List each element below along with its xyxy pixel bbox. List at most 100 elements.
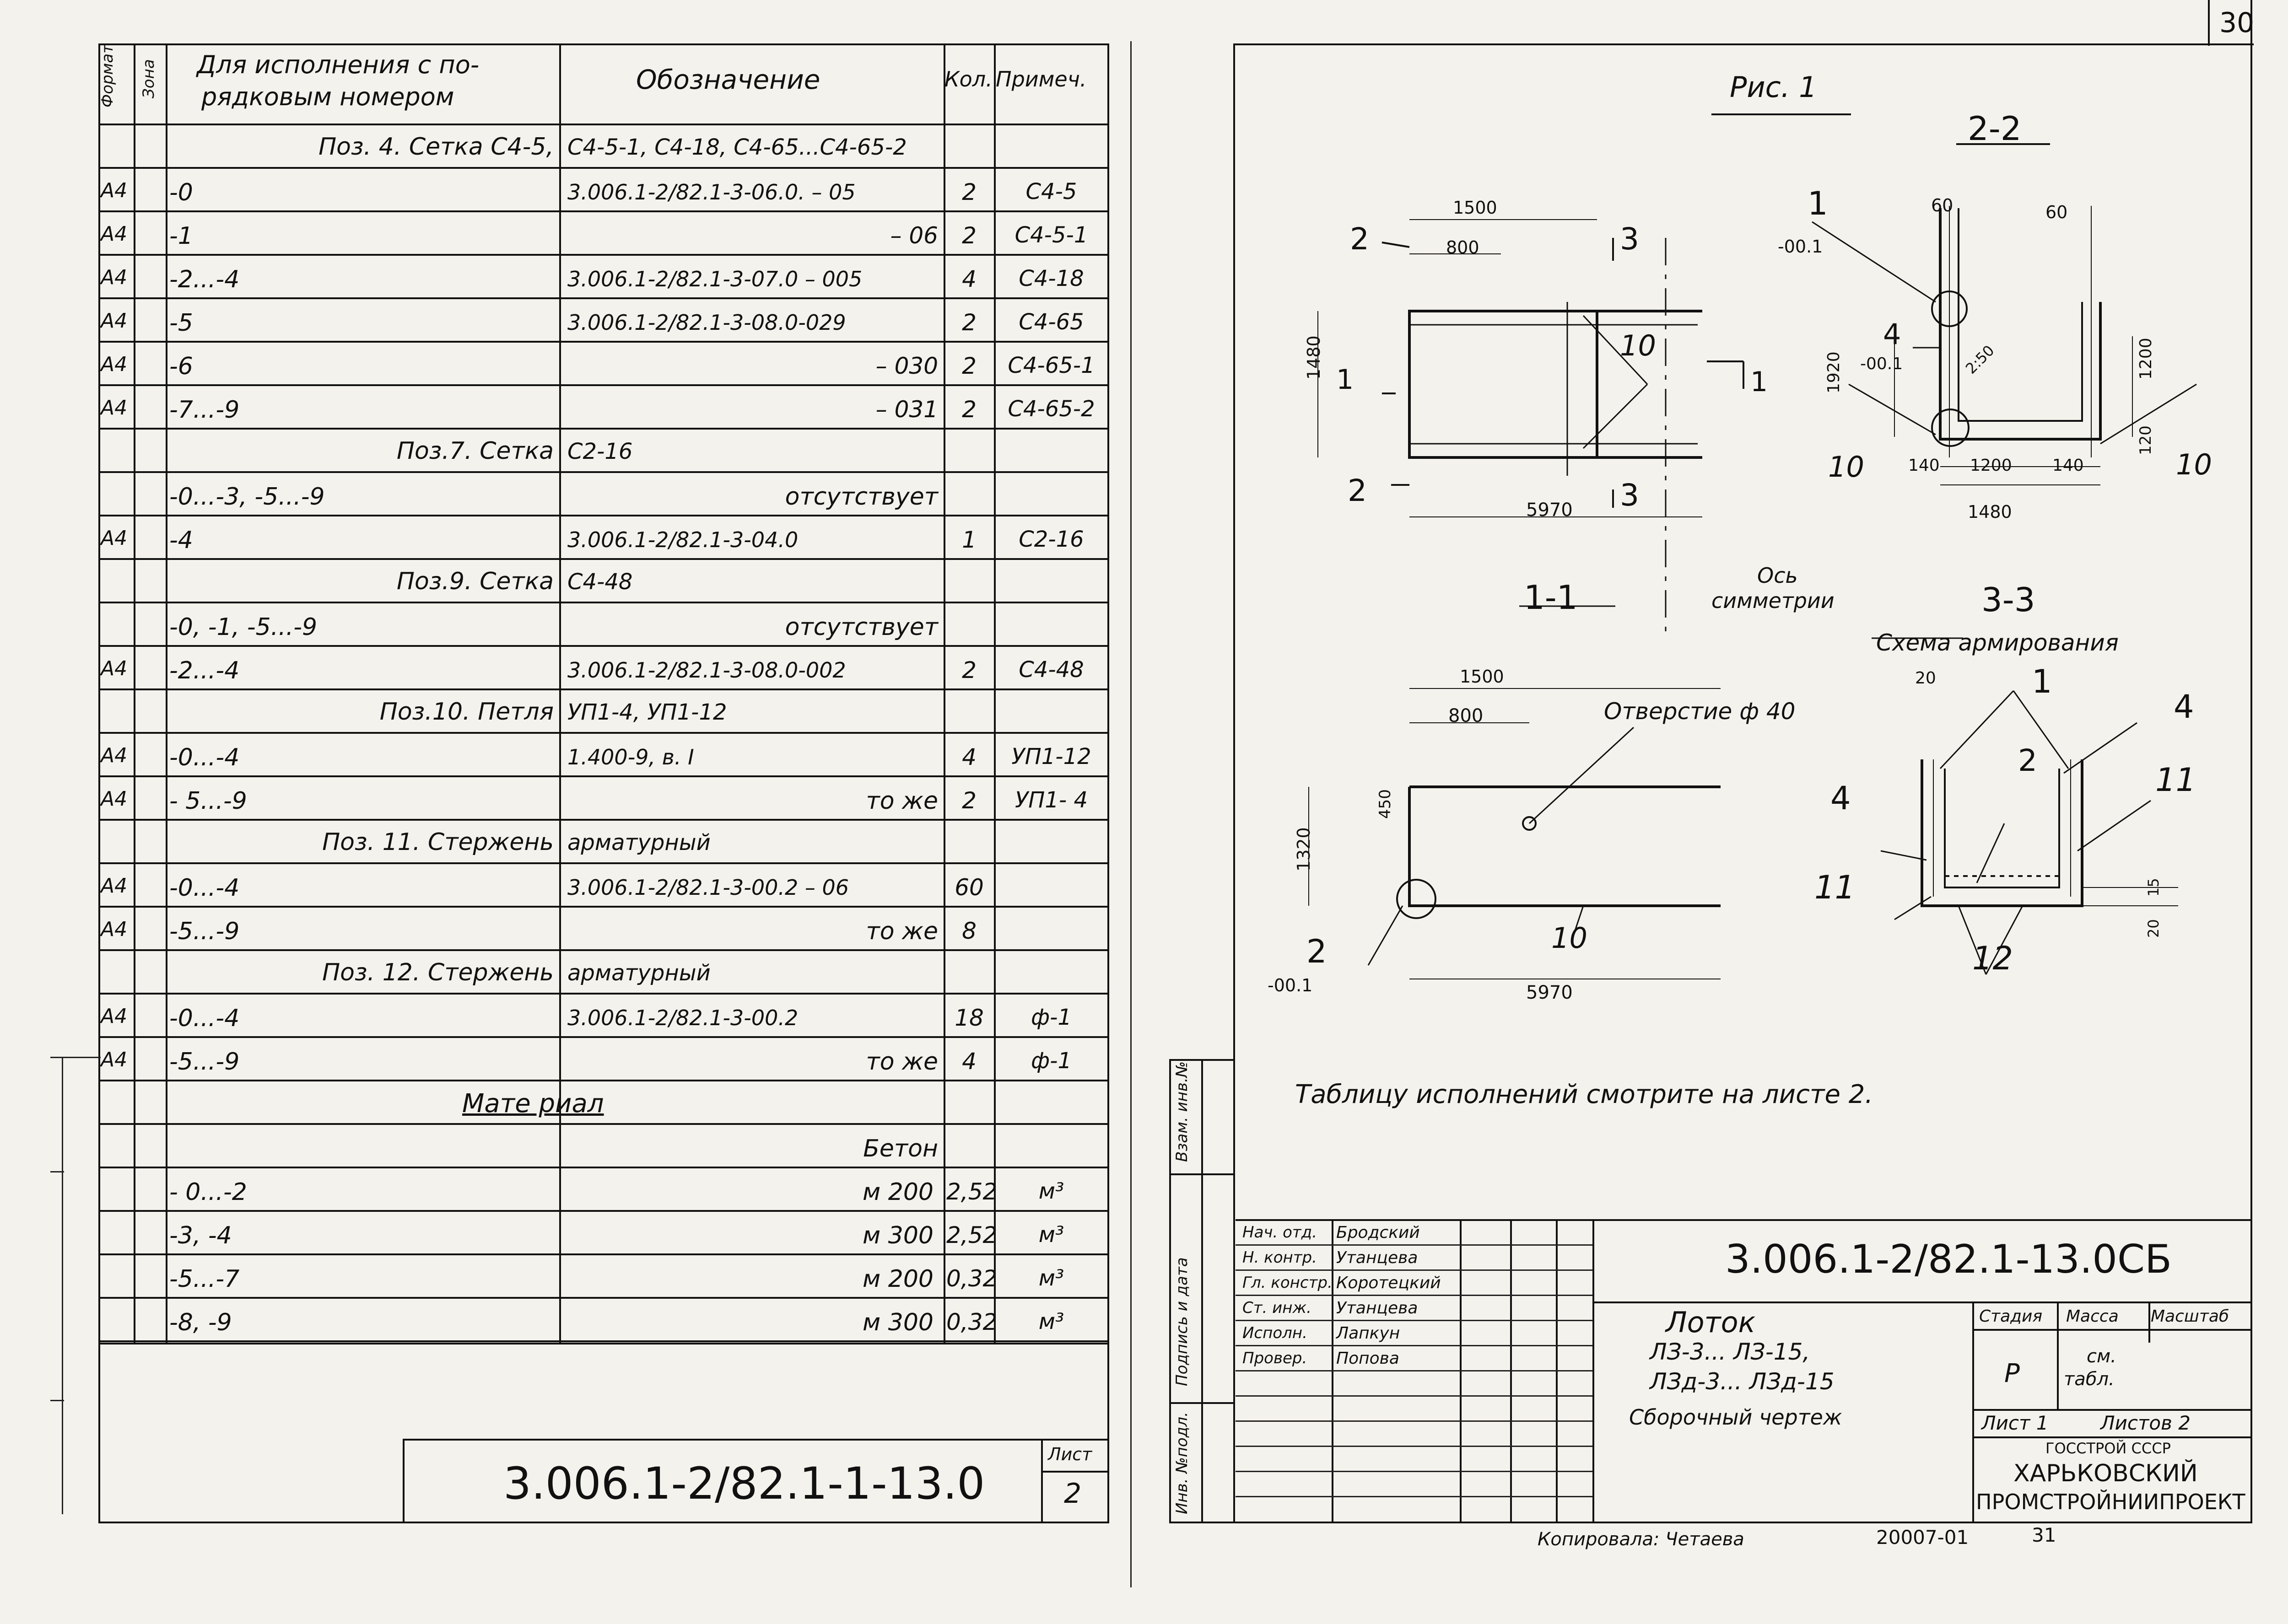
- row-qty: 2: [962, 309, 977, 336]
- dim-1200-width: 1200: [1970, 456, 2012, 475]
- row-designation: 3.006.1-2/82.1-3-00.2: [567, 1006, 799, 1030]
- mark-11-scheme-left: 11: [1814, 869, 1856, 906]
- stamp-role: Провер.: [1242, 1349, 1307, 1367]
- row-format: А4: [101, 179, 128, 202]
- col-scale: Масштаб: [2151, 1307, 2229, 1326]
- stamp-role: Нач. отд.: [1242, 1223, 1317, 1242]
- row-section-title: Поз. 11. Стержень: [322, 828, 554, 856]
- row-note: м³: [1038, 1178, 1064, 1204]
- row-designation: 3.006.1-2/82.1-3-04.0: [567, 527, 799, 552]
- row-note: м³: [1038, 1309, 1064, 1334]
- mark-1-left: 1: [1336, 364, 1354, 396]
- row-variant: -0...-4: [169, 874, 240, 902]
- row-section-subtitle: арматурный: [567, 960, 711, 986]
- row-variant: -1: [169, 222, 193, 250]
- stamp-name: Попова: [1336, 1349, 1399, 1368]
- mark-10-right-section: 10: [2176, 448, 2212, 481]
- mark-4-scheme-right: 4: [2174, 688, 2194, 726]
- dim-5970-section: 5970: [1526, 982, 1573, 1003]
- stamp-role: Гл. констр.: [1242, 1274, 1333, 1292]
- row-qty: 8: [962, 918, 977, 944]
- mark-12-scheme: 12: [1972, 940, 2013, 977]
- row-section-title: Поз.7. Сетка: [396, 437, 554, 465]
- side-label-replace: Взам. инв.№: [1173, 1061, 1191, 1162]
- row-variant: -5...-9: [169, 1048, 240, 1075]
- figure-title: Рис. 1: [1730, 70, 1817, 104]
- row-note: С4-5: [1025, 179, 1077, 204]
- order-number: 20007-01: [1876, 1526, 1969, 1549]
- row-section-subtitle: арматурный: [567, 830, 711, 855]
- drawing-title: Лоток: [1666, 1306, 1756, 1339]
- org-institute: ПРОМСТРОЙНИИПРОЕКТ: [1976, 1490, 2245, 1514]
- row-designation: отсутствует: [785, 613, 938, 641]
- row-qty: 1: [962, 527, 977, 553]
- row-qty: 2: [962, 353, 977, 379]
- left-sheet-label: Лист: [1048, 1444, 1092, 1464]
- dim-1200-height: 1200: [2137, 338, 2155, 380]
- order-number-2: 31: [2032, 1524, 2056, 1546]
- col-stage: Стадия: [1979, 1307, 2043, 1326]
- header-for-variant-2: рядковым номером: [201, 82, 454, 111]
- row-designation: 3.006.1-2/82.1-3-07.0 – 005: [567, 267, 863, 291]
- row-section-subtitle: С4-5-1, С4-18, С4-65...С4-65-2: [567, 134, 907, 160]
- col-mass: Масса: [2066, 1307, 2119, 1326]
- row-designation: Бетон: [863, 1135, 938, 1162]
- dim-140-left: 140: [1908, 456, 1940, 475]
- mark-1-section: 1: [1808, 185, 1828, 222]
- drawing-title-2: ЛЗ-3... ЛЗ-15,: [1650, 1339, 1810, 1365]
- row-variant: -0, -1, -5...-9: [169, 613, 318, 641]
- row-variant: -5: [169, 309, 193, 337]
- row-designation: Мате риал: [462, 1089, 604, 1119]
- row-designation: 3.006.1-2/82.1-3-08.0-029: [567, 310, 846, 335]
- row-variant: -4: [169, 527, 193, 554]
- dim-1500-plan: 1500: [1453, 198, 1497, 218]
- row-designation: 3.006.1-2/82.1-3-08.0-002: [567, 658, 846, 683]
- row-qty: 2: [962, 787, 977, 814]
- row-qty: 2,52: [946, 1178, 998, 1205]
- dim-15: 15: [2145, 878, 2162, 897]
- row-format: А4: [101, 527, 128, 550]
- row-note: С4-65-1: [1008, 353, 1095, 378]
- row-format: А4: [101, 266, 128, 289]
- row-designation: – 030: [875, 353, 938, 379]
- row-qty: 0,32: [946, 1265, 998, 1292]
- org-ministry: ГОССТРОЙ СССР: [2045, 1440, 2171, 1457]
- side-label-signature: Подпись и дата: [1173, 1257, 1191, 1386]
- row-variant: -5...-7: [169, 1265, 240, 1293]
- row-qty: 2: [962, 222, 977, 249]
- mark-2-bottom: 2: [1348, 473, 1367, 508]
- row-note: ф-1: [1031, 1048, 1072, 1074]
- dim-1920: 1920: [1824, 351, 1843, 393]
- row-format: А4: [101, 744, 128, 767]
- row-format: А4: [101, 1005, 128, 1028]
- mark-1-scheme: 1: [2032, 663, 2052, 700]
- row-qty: 4: [962, 1048, 977, 1075]
- row-variant: -0...-3, -5...-9: [169, 483, 325, 511]
- row-designation: отсутствует: [785, 483, 938, 511]
- stamp-name: Бродский: [1336, 1223, 1420, 1242]
- row-note: С2-16: [1019, 527, 1084, 552]
- row-section-title: Поз. 12. Стержень: [322, 959, 554, 986]
- stamp-name: Утанцева: [1336, 1248, 1418, 1267]
- row-variant: -2...-4: [169, 266, 240, 293]
- hole-label: Отверстие ф 40: [1604, 698, 1796, 725]
- mass-value: см.: [2087, 1346, 2116, 1367]
- row-section-subtitle: С2-16: [567, 439, 633, 464]
- dim-1480-plan: 1480: [1304, 335, 1324, 380]
- row-note: С4-18: [1019, 266, 1084, 291]
- row-note: м³: [1038, 1265, 1064, 1291]
- left-stamp-code: 3.006.1-2/82.1-1-13.0: [503, 1458, 985, 1509]
- row-note: С4-65-2: [1008, 396, 1095, 422]
- mark-2-scheme: 2: [2018, 743, 2037, 778]
- mark-2-section11: 2: [1306, 933, 1327, 970]
- row-qty: 2: [962, 179, 977, 205]
- row-note: С4-48: [1019, 657, 1084, 683]
- row-format: А4: [101, 1048, 128, 1071]
- mark-10-left-section: 10: [1828, 450, 1864, 484]
- row-variant: -8, -9: [169, 1309, 232, 1336]
- assembly-drawing: [1308, 113, 2197, 979]
- stamp-role: Н. контр.: [1242, 1248, 1317, 1267]
- row-qty: 2,52: [946, 1222, 998, 1248]
- left-sheet-number: 2: [1064, 1478, 1082, 1510]
